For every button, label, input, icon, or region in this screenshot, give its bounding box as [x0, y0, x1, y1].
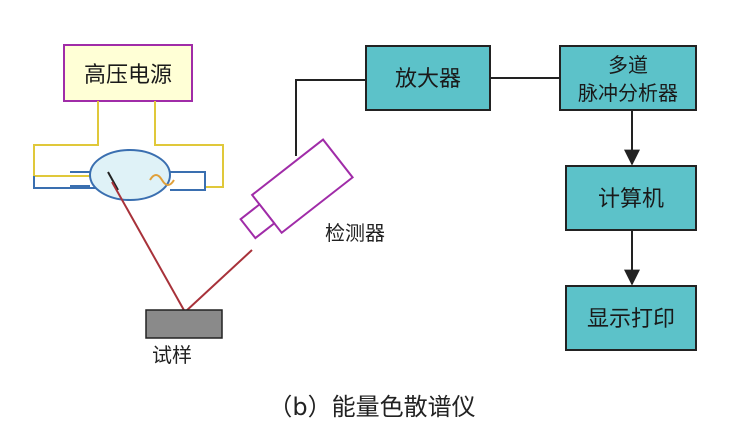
computer: 计算机	[565, 165, 697, 231]
power-wires	[33, 101, 224, 189]
detector-to-amplifier-line	[295, 79, 366, 156]
power-supply: 高压电源	[63, 44, 193, 102]
power-supply-label: 高压电源	[84, 63, 172, 88]
detector-label: 检测器	[325, 221, 385, 245]
computer-label: 计算机	[598, 187, 664, 212]
electron-tube	[70, 149, 206, 201]
display-print: 显示打印	[565, 285, 697, 351]
beam-paths	[111, 181, 253, 313]
detector: 检测器	[239, 138, 385, 245]
mca-label-line2: 脉冲分析器	[578, 81, 678, 105]
display-print-label: 显示打印	[587, 307, 675, 332]
sample-label: 试样	[152, 343, 192, 367]
multichannel-analyzer: 多道 脉冲分析器	[559, 45, 697, 111]
amplifier-label: 放大器	[395, 67, 461, 92]
mca-label-line1: 多道	[608, 53, 648, 77]
figure-caption: （b）能量色散谱仪	[268, 393, 475, 421]
sample: 试样	[145, 309, 223, 367]
amplifier: 放大器	[365, 45, 491, 111]
